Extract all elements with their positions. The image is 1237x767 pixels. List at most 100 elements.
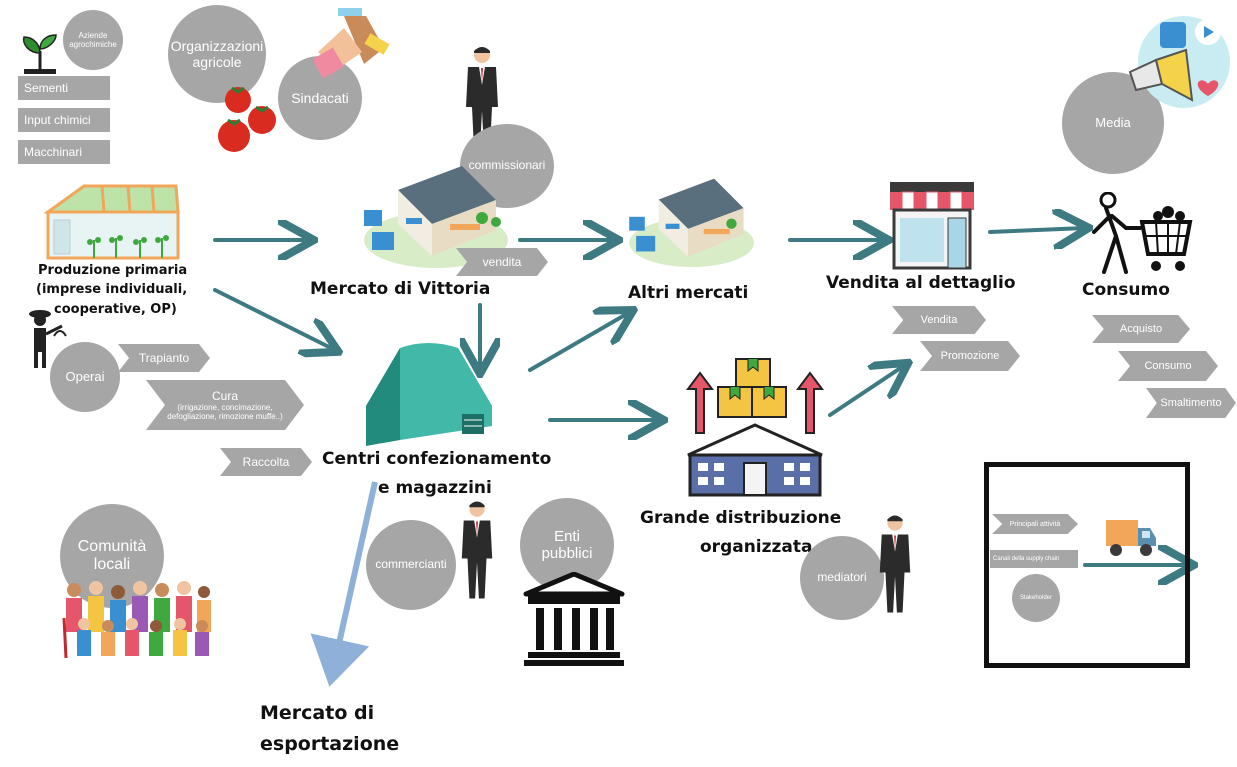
operai-label: Operai [65,368,105,384]
commercianti-label: commercianti [375,557,447,572]
bubble-organizzazioni-agricole: Organizzazioni agricole [168,5,266,103]
arrow-dettaglio-to-consumo [988,228,1085,232]
centri-line2-label: e magazzini [378,478,492,498]
tag-input-chimici-label: Input chimici [24,113,91,127]
node-gdo-line1: Grande distribuzione [640,508,841,528]
bubble-aziende-agrochimiche: Aziende agrochimiche [63,10,123,70]
comunita-line1: Comunità [77,537,147,555]
media-label: Media [1095,114,1131,130]
shopper-cart-icon [1092,192,1193,274]
altri-mercati-label: Altri mercati [628,283,749,303]
cura-sub2-label: defogliazione, rimozione muffe..) [167,412,283,421]
commissionari-label: commissionari [468,158,546,173]
node-consumo: Consumo [1082,280,1170,300]
export-line2-label: esportazione [260,733,400,755]
legend-attivita-label: Principali attività [1009,520,1061,528]
handshake-icon [314,8,390,79]
chevron-acquisto: Acquisto [1092,315,1190,343]
chevron-trapianto: Trapianto [118,344,210,372]
node-export-line2: esportazione [260,733,399,755]
node-centri-line1: Centri confezionamento [322,449,551,469]
megaphone-social-icon [1128,16,1230,108]
warehouse-market-icon-altri [629,178,754,268]
chevron-raccolta: Raccolta [220,448,312,476]
organizzazioni-line1: Organizzazioni [170,37,264,54]
node-produzione-sub1: (imprese individuali, [36,282,187,297]
legend-bubble-stakeholder: Stakeholder [1012,574,1060,622]
vendita-vd-label: Vendita [920,314,958,326]
legend-box [984,462,1190,668]
legend-stakeholder-label: Stakeholder [1019,594,1053,601]
tag-input-chimici: Input chimici [18,108,110,132]
tag-macchinari: Macchinari [18,140,110,164]
node-gdo-line2: organizzata [700,537,813,557]
produzione-label: Produzione primaria [38,263,188,278]
arrow-export [310,481,378,687]
export-line1-label: Mercato di [260,702,375,724]
consumo-node-label: Consumo [1082,280,1170,300]
trapianto-label: Trapianto [138,351,190,365]
cura-sub1-label: (irrigazione, concimazione, [177,403,273,412]
centri-line1-label: Centri confezionamento [322,449,552,469]
node-mercato-vittoria: Mercato di Vittoria [310,279,490,299]
node-vendita-dettaglio: Vendita al dettaglio [826,273,1016,293]
mediatori-label: mediatori [817,570,867,585]
businessman-icon-commercianti [461,501,493,599]
government-building-icon [523,572,625,666]
truck-icon [1106,520,1156,556]
produzione-sub1-label: (imprese individuali, [36,282,188,297]
bubble-enti-pubblici: Enti pubblici [520,498,614,592]
bubble-commercianti: commercianti [366,520,456,610]
bubble-mediatori: mediatori [800,536,884,620]
produzione-sub2-label: cooperative, OP) [54,302,177,317]
node-produzione-sub2: cooperative, OP) [54,302,177,317]
gdo-line1-label: Grande distribuzione [640,508,842,528]
arrow-prod-to-centri [213,288,335,350]
legend-canali-label: Canali della supply chain [993,556,1060,562]
chevron-vendita-dettaglio: Vendita [892,306,986,334]
acquisto-label: Acquisto [1119,323,1163,335]
chevron-vendita-mercato: vendita [456,248,548,276]
comunita-line2: locali [93,556,131,573]
vendita-mv-label: vendita [482,255,522,269]
node-export-line1: Mercato di [260,702,374,724]
cura-label: Cura [211,389,238,403]
hangar-warehouse-icon [366,343,492,446]
organizzazioni-line2: agricole [192,54,242,70]
chevron-consumo: Consumo [1118,351,1218,381]
node-centri-line2: e magazzini [378,478,492,498]
greenhouse-icon [44,184,180,260]
arrow-gdo-to-dettaglio [828,365,905,417]
vendita-dettaglio-label: Vendita al dettaglio [826,273,1016,293]
promozione-label: Promozione [940,350,1000,362]
tag-macchinari-label: Macchinari [24,145,83,159]
community-people-icon [62,581,211,659]
shop-icon [890,182,974,270]
chevron-smaltimento: Smaltimento [1146,388,1236,418]
node-produzione-title: Produzione primaria [38,263,187,278]
aziende-line2: agrochimiche [69,40,117,49]
bubble-operai: Operai [50,342,120,412]
arrow-centri-to-altri [528,312,630,372]
raccolta-label: Raccolta [242,455,290,469]
chevron-promozione: Promozione [920,341,1020,371]
tomatoes-icon [218,86,276,152]
enti-line2: pubblici [541,545,593,562]
farmer-icon [29,310,67,368]
node-altri-mercati: Altri mercati [628,283,748,303]
businessman-icon-mediatori [879,515,911,613]
consumo-act-label: Consumo [1144,360,1192,372]
enti-line1: Enti [554,527,580,545]
mercato-vittoria-label: Mercato di Vittoria [310,279,491,299]
chevron-cura: Cura (irrigazione, concimazione, defogli… [146,380,304,430]
aziende-line1: Aziende [78,30,108,40]
seedling-icon [22,34,57,74]
legend-tag-canali: Canali della supply chain [990,550,1078,568]
gdo-line2-label: organizzata [700,537,813,557]
legend-chevron-attivita: Principali attività [992,514,1078,534]
smaltimento-label: Smaltimento [1160,397,1222,409]
supermarket-boxes-icon [686,358,824,497]
tag-sementi: Sementi [18,76,110,100]
